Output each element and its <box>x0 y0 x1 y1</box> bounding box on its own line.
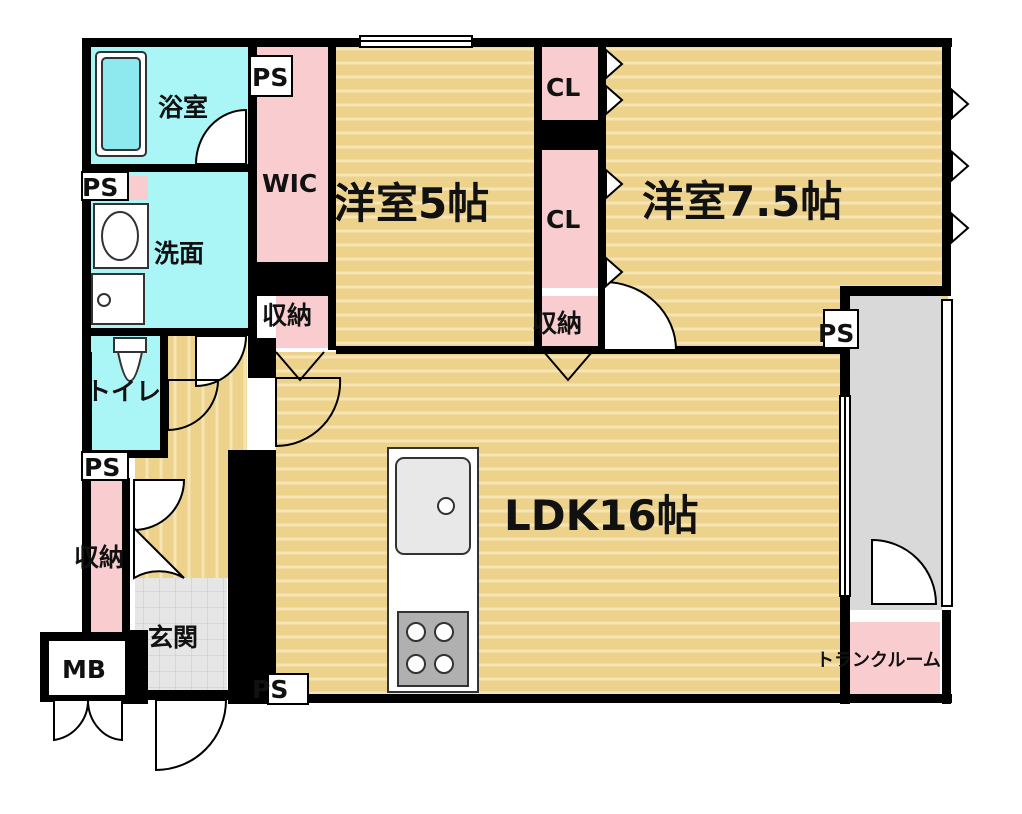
label-wic: WIC <box>262 169 317 198</box>
floor-entrance <box>135 578 227 700</box>
label-ps-toilet: PS <box>84 453 120 482</box>
sink-icon <box>395 457 471 555</box>
label-ldk: LDK16帖 <box>504 491 699 540</box>
floor-cl-top <box>542 46 598 120</box>
windows <box>359 35 953 607</box>
floor-western-5 <box>334 46 534 348</box>
room-labels: 浴室 洗面 トイレ WIC 洋室5帖 洋室7.5帖 LDK16帖 CL CL 収… <box>62 63 941 704</box>
label-washroom: 洗面 <box>154 239 204 268</box>
label-storage-wic: 収納 <box>262 301 312 330</box>
floor-trunk-room <box>848 622 940 696</box>
stove-icon <box>397 611 469 687</box>
label-entrance: 玄関 <box>148 623 198 652</box>
label-ps-bottom: PS <box>252 675 288 704</box>
label-storage-mid: 収納 <box>532 309 582 338</box>
floor-cl-mid <box>542 150 598 288</box>
floor-storage-wic <box>276 296 330 348</box>
label-mb: MB <box>62 655 106 684</box>
floor-storage-entry <box>90 480 128 632</box>
floor-ldk <box>276 352 842 700</box>
label-cl-top: CL <box>546 73 580 102</box>
label-cl-mid: CL <box>546 205 580 234</box>
label-western-5: 洋室5帖 <box>334 179 489 228</box>
label-toilet: トイレ <box>86 377 161 406</box>
label-storage-entry: 収納 <box>74 543 124 572</box>
fixtures <box>91 51 479 693</box>
label-trunk-room: トランクルーム <box>816 650 941 671</box>
label-ps-right: PS <box>818 319 854 348</box>
label-bath: 浴室 <box>158 93 208 122</box>
doors <box>53 47 970 772</box>
ps-boxes <box>47 55 859 705</box>
label-ps-top: PS <box>252 63 288 92</box>
floor-storage-mid <box>542 296 598 348</box>
label-ps-wash: PS <box>82 173 118 202</box>
toilet-icon <box>113 337 147 382</box>
label-western-75: 洋室7.5帖 <box>642 177 842 226</box>
